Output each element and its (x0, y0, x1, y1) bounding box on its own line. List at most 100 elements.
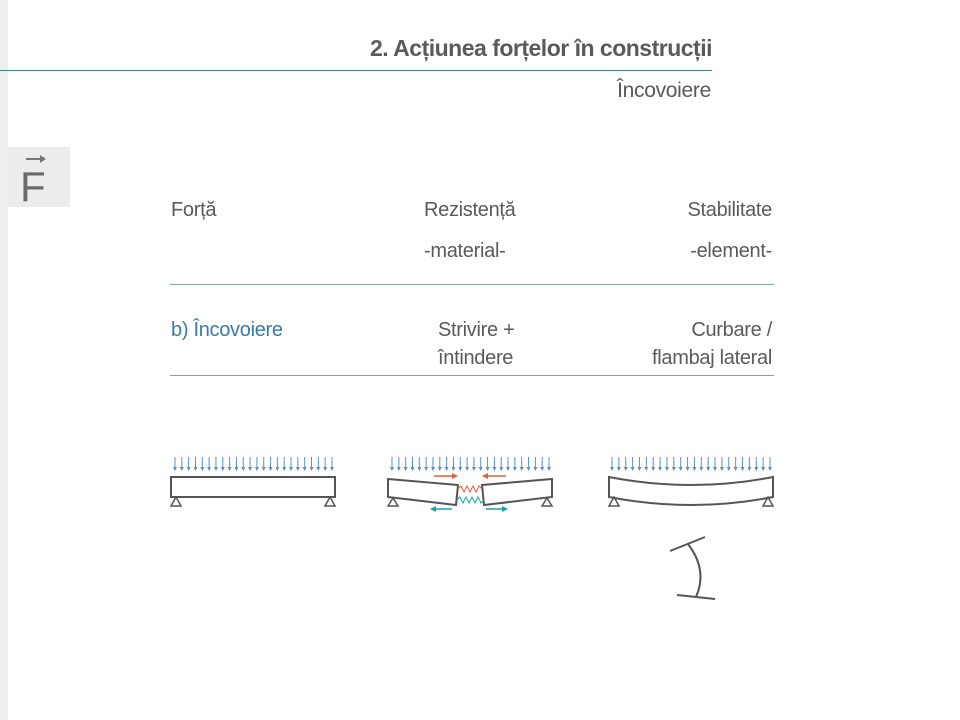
load-arrow-head (458, 467, 463, 471)
bending-diagrams (169, 457, 775, 600)
load-arrow-head (390, 467, 394, 471)
load-arrow-head (200, 467, 205, 471)
page-subtitle: Încovoiere (617, 79, 711, 102)
load-arrow-head (417, 467, 422, 471)
load-arrow-head (747, 467, 752, 471)
load-arrow-head (478, 467, 483, 471)
load-arrow-head (424, 467, 429, 471)
left-side-bar (0, 0, 8, 720)
load-arrow-head (309, 467, 314, 471)
load-arrow-head (207, 467, 212, 471)
load-arrow-head (664, 467, 669, 471)
header-resistance: Rezistență (424, 199, 516, 221)
load-arrow-head (254, 467, 259, 471)
load-arrow-head (671, 467, 676, 471)
load-arrow-head (616, 467, 621, 471)
row-label-bending: b) Încovoiere (171, 319, 283, 341)
load-arrow-head (651, 467, 656, 471)
load-arrow-head (323, 467, 328, 471)
compression-spring (457, 484, 483, 494)
section-letter: F (20, 163, 46, 207)
support-right (761, 495, 775, 507)
section-tab: F (8, 147, 70, 207)
section-top-flange (669, 536, 706, 552)
curved-beam (608, 475, 774, 506)
load-arrow-head (261, 467, 266, 471)
load-arrow-head (630, 467, 635, 471)
load-arrow-head (713, 467, 718, 471)
load-arrow-head (644, 467, 649, 471)
row-resistance-line1: Strivire + (438, 319, 515, 341)
load-arrow-head (492, 467, 497, 471)
row-resistance-line2: întindere (438, 347, 514, 369)
load-arrow-head (506, 467, 511, 471)
support-left (386, 496, 400, 507)
subheader-element: -element- (690, 240, 772, 262)
load-arrow-head (540, 467, 545, 471)
load-arrow-head (316, 467, 321, 471)
load-arrow-head (471, 467, 476, 471)
load-arrow-head (658, 467, 663, 471)
section-bottom-flange (676, 594, 716, 600)
load-arrow-head (610, 467, 614, 471)
load-arrow-head (410, 467, 415, 471)
beam-right-half (480, 477, 553, 507)
load-arrow-head (275, 467, 280, 471)
load-arrow-head (302, 467, 307, 471)
load-arrow-head (268, 467, 273, 471)
load-arrow-head (533, 467, 538, 471)
load-arrow-head (430, 467, 435, 471)
load-arrow-head (754, 467, 759, 471)
load-arrow-head (547, 467, 551, 471)
force-vector-icon: F (20, 155, 46, 207)
row-stability-line2: flambaj lateral (651, 347, 772, 369)
load-arrow-head (465, 467, 470, 471)
load-arrow-head (179, 467, 184, 471)
header-divider (170, 284, 774, 285)
support-left (169, 495, 183, 507)
load-arrow-head (499, 467, 504, 471)
header-stability: Stabilitate (687, 199, 772, 221)
title-divider (0, 70, 712, 71)
load-arrow-head (330, 467, 334, 471)
beam-diagram-2 (386, 457, 554, 512)
page-title: 2. Acțiunea forțelor în construcții (369, 35, 713, 61)
load-arrow-head (706, 467, 711, 471)
load-arrow-head (220, 467, 225, 471)
load-arrow-head (637, 467, 642, 471)
load-arrow-head (519, 467, 524, 471)
support-left (607, 495, 621, 507)
load-arrow-head (295, 467, 300, 471)
load-arrow-head (173, 467, 177, 471)
load-arrow-head (699, 467, 704, 471)
load-arrow-head (485, 467, 490, 471)
load-arrow-head (451, 467, 456, 471)
distributed-load-arrows (390, 457, 551, 471)
beam-left-half (387, 477, 460, 507)
load-arrow-head (719, 467, 724, 471)
support-right (540, 496, 554, 507)
load-arrow-head (623, 467, 628, 471)
subheader-material: -material- (424, 240, 506, 262)
support-right (323, 495, 337, 507)
load-arrow-head (193, 467, 198, 471)
load-arrow-head (403, 467, 408, 471)
load-arrow-head (726, 467, 731, 471)
load-arrow-head (761, 467, 766, 471)
load-arrow-head (444, 467, 449, 471)
load-arrow-head (678, 467, 683, 471)
load-arrow-head (289, 467, 294, 471)
load-arrow-head (437, 467, 442, 471)
load-arrow-head (733, 467, 738, 471)
row-stability-line1: Curbare / (691, 319, 772, 341)
load-arrow-head (396, 467, 401, 471)
distributed-load-arrows (173, 457, 334, 471)
tension-spring (456, 495, 485, 505)
beam-diagram-3 (607, 457, 775, 600)
load-arrow-head (685, 467, 690, 471)
header-force: Forță (171, 199, 217, 221)
load-arrow-head (234, 467, 239, 471)
load-arrow-head (740, 467, 745, 471)
load-arrow-head (692, 467, 697, 471)
section-web (687, 543, 702, 598)
